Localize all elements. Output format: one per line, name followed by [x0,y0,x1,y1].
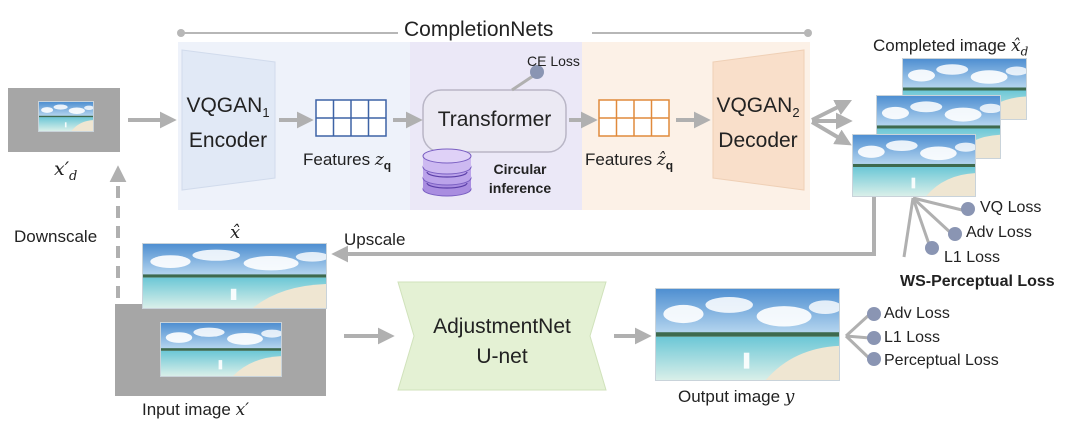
transformer-label: Transformer [437,108,552,131]
circular-inference-icon [422,148,472,197]
xd-prime-label: x′d [54,158,78,184]
decoder-trapezoid [712,49,805,191]
encoder-trapezoid [181,49,276,191]
adv-loss-top-label: Adv Loss [966,224,1032,241]
l1-loss-bottom-label: L1 Loss [884,329,941,346]
downscaled-input-thumb [38,101,94,132]
features-zhat-label: Features ẑq [585,150,674,173]
ce-loss-node [530,65,544,79]
vq-loss-label: VQ Loss [980,199,1042,216]
loss-nodes-top [925,202,975,255]
x-hat-label: x̂ [230,222,241,243]
downscale-label: Downscale [14,227,98,246]
completionnets-bracket [177,29,812,37]
features-z-label: Features zq [303,150,392,173]
features-z-grid [315,99,387,137]
completed-image-front [852,134,976,197]
encoder-label: VQGAN1 Encoder [186,94,270,153]
loss-nodes-bottom [867,307,881,366]
output-image-thumb [655,288,840,381]
flow-arrows [128,99,876,345]
transformer-box [422,89,567,153]
completed-image-label: Completed image x̂d [873,36,1029,59]
upscaled-image-thumb [142,243,327,309]
adv-loss-bottom-label: Adv Loss [884,305,950,322]
features-zhat-grid [598,99,670,137]
loss-fan-top [902,196,963,258]
l1-loss-top-label: L1 Loss [944,249,1001,266]
perceptual-loss-label: Perceptual Loss [884,352,999,369]
adjustmentnet-shape [397,281,607,391]
upscale-label: Upscale [344,230,406,249]
ce-loss-label: CE Loss [527,53,580,69]
ws-perceptual-loss-label: WS-Perceptual Loss [900,273,1055,290]
input-image-thumb [160,322,282,377]
loss-fan-bottom [844,312,872,361]
completionnets-title: CompletionNets [404,18,554,41]
output-image-label: Output image y [678,387,795,407]
input-image-label: Input image x′ [142,400,250,420]
decoder-label: VQGAN2 Decoder [716,94,800,153]
